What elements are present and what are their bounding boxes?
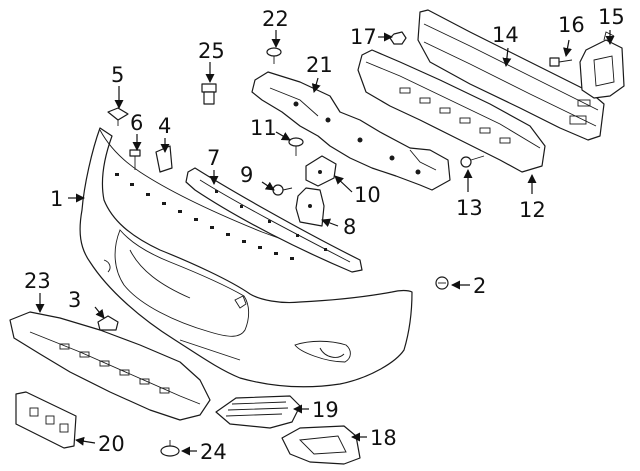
fastener-22 (266, 47, 282, 64)
callout-3: 3 (68, 288, 81, 312)
callout-4: 4 (158, 114, 171, 138)
callout-14: 14 (492, 23, 519, 47)
clip-3 (97, 315, 119, 331)
fastener-13 (460, 155, 485, 168)
callout-16: 16 (558, 13, 585, 37)
callout-11: 11 (250, 116, 277, 140)
clip-24 (160, 440, 180, 457)
callout-13: 13 (456, 196, 483, 220)
callout-24: 24 (200, 440, 227, 464)
clip-2 (435, 276, 449, 290)
impact-bar (417, 9, 605, 141)
callout-labels: 1 2 3 4 5 6 7 8 9 10 11 12 13 14 15 16 1… (24, 5, 625, 464)
callout-6: 6 (130, 111, 143, 135)
callout-12: 12 (519, 198, 546, 222)
upper-support-bracket (251, 71, 451, 191)
lower-grille (215, 395, 301, 429)
fastener-25 (201, 83, 217, 105)
callout-23: 23 (24, 269, 51, 293)
callout-20: 20 (98, 432, 125, 456)
callout-1: 1 (50, 187, 63, 211)
callout-7: 7 (207, 146, 220, 170)
upper-bumper-bracket (185, 167, 363, 273)
callout-10: 10 (354, 183, 381, 207)
leader-lines (35, 30, 615, 456)
fastener-5 (107, 107, 129, 126)
bumper-cover (79, 127, 413, 388)
splash-shield (9, 311, 211, 421)
energy-absorber (357, 49, 546, 173)
callout-8: 8 (343, 215, 356, 239)
callout-19: 19 (312, 398, 339, 422)
fastener-11 (288, 137, 304, 156)
callout-2: 2 (473, 274, 486, 298)
side-bracket (579, 31, 625, 99)
mounting-bracket (295, 187, 325, 227)
fastener-17 (389, 31, 407, 45)
callout-15: 15 (598, 5, 625, 29)
callout-9: 9 (240, 163, 253, 187)
license-plate-bracket (15, 391, 77, 449)
side-retainer (155, 145, 173, 173)
fog-lamp-bezel (281, 425, 361, 465)
callout-25: 25 (198, 39, 225, 63)
fastener-16 (549, 57, 573, 67)
callout-17: 17 (350, 25, 377, 49)
callout-5: 5 (111, 63, 124, 87)
callout-22: 22 (262, 7, 289, 31)
retainer-bracket (305, 155, 337, 187)
fastener-9 (272, 184, 293, 196)
callout-21: 21 (306, 53, 333, 77)
callout-18: 18 (370, 426, 397, 450)
fastener-6 (129, 149, 141, 170)
bumper-clip-holes (115, 173, 294, 260)
